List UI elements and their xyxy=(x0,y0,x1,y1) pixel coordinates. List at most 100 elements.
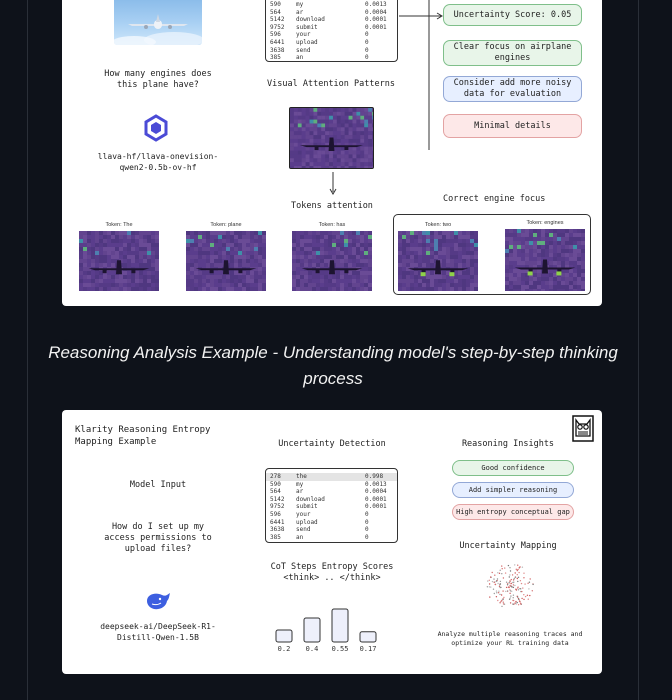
token-id: 590 xyxy=(270,1,281,8)
scatter-point xyxy=(520,582,523,585)
card-title: Klarity Reasoning Entropy Mapping Exampl… xyxy=(75,425,211,447)
token-id: 596 xyxy=(270,510,281,518)
scatter-point xyxy=(508,576,510,578)
scatter-point xyxy=(499,586,501,589)
model-name: deepseek-ai/DeepSeek-R1-Distill-Qwen-1.5… xyxy=(100,622,216,642)
scatter-point xyxy=(494,574,496,576)
scatter-point xyxy=(524,583,526,585)
uncertainty-detection-title: Uncertainty Detection xyxy=(278,439,386,449)
scatter-point xyxy=(514,602,516,604)
token-text: ar xyxy=(296,8,304,16)
scatter-point xyxy=(499,583,502,585)
question-text: How do I set up my access permissions to… xyxy=(104,522,212,554)
scatter-point xyxy=(516,569,518,572)
token-label: Token: engines xyxy=(526,220,564,226)
scatter-point xyxy=(493,592,495,595)
scatter-point xyxy=(524,595,527,598)
token-id: 590 xyxy=(270,480,281,488)
token-text: submit xyxy=(296,503,318,511)
insight-pill: Consider add more noisy data for evaluat… xyxy=(443,76,582,102)
token-prob: 0 xyxy=(365,38,369,46)
token-prob: 0.0013 xyxy=(365,1,387,8)
scatter-point xyxy=(512,586,515,589)
scatter-point xyxy=(519,566,521,568)
token-id: 9752 xyxy=(270,503,285,511)
reasoning-insights-title: Reasoning Insights xyxy=(461,439,555,449)
scatter-point xyxy=(529,594,531,597)
scatter-point xyxy=(500,594,503,596)
scatter-point xyxy=(504,572,507,574)
token-id: 564 xyxy=(270,488,281,496)
scatter-point xyxy=(502,598,504,601)
bar xyxy=(303,617,321,643)
token-label: Token: The xyxy=(105,222,133,228)
bar-label: 0.2 xyxy=(278,645,291,652)
cot-chart-title: CoT Steps Entropy Scores xyxy=(270,562,394,572)
token-prob: 0.0001 xyxy=(365,503,387,511)
token-id: 385 xyxy=(270,54,281,62)
token-text: upload xyxy=(296,518,318,526)
scatter-point xyxy=(501,605,503,608)
scatter-point xyxy=(498,590,500,592)
scatter-point xyxy=(512,579,515,581)
scatter-point xyxy=(521,590,523,593)
scatter-point xyxy=(516,574,518,576)
token-id: 6441 xyxy=(270,38,285,46)
scatter-point xyxy=(519,588,521,590)
scatter-point xyxy=(495,580,498,582)
openai-logo-icon xyxy=(142,114,170,142)
token-label: Token: plane xyxy=(210,222,242,228)
token-text: upload xyxy=(296,38,318,46)
scatter-point xyxy=(519,601,521,603)
scatter-point xyxy=(497,572,499,574)
connector-arrow-icon xyxy=(399,0,445,150)
token-prob: 0.0001 xyxy=(365,23,387,31)
model-input-label: Model Input xyxy=(129,480,187,490)
scatter-point xyxy=(506,590,509,592)
scatter-point xyxy=(517,576,520,578)
scatter-point xyxy=(499,569,501,571)
scatter-point xyxy=(509,567,511,569)
scatter-point xyxy=(497,599,499,602)
token-attention-heatmap xyxy=(186,231,266,291)
scatter-point xyxy=(527,582,529,584)
insight-pill: High entropy conceptual gap xyxy=(452,504,574,520)
scatter-point xyxy=(509,589,511,591)
bar-label: 0.17 xyxy=(360,645,377,652)
table-row: 6441 upload 0 xyxy=(266,39,397,47)
token-id: 5142 xyxy=(270,495,285,503)
bar-label: 0.55 xyxy=(332,645,349,652)
down-arrow-icon xyxy=(329,172,337,196)
scatter-point xyxy=(523,598,525,601)
scatter-point xyxy=(489,596,491,598)
token-id: 3638 xyxy=(270,46,285,54)
owl-logo-icon xyxy=(572,415,594,442)
visual-attention-title: Visual Attention Patterns xyxy=(267,79,395,89)
token-prob: 0.0013 xyxy=(365,480,387,488)
scatter-point xyxy=(508,582,510,584)
scatter-point xyxy=(499,593,501,596)
token-text: my xyxy=(296,1,304,8)
token-prob: 0 xyxy=(365,526,369,534)
scatter-point xyxy=(502,601,505,603)
scatter-point xyxy=(509,602,512,604)
token-text: send xyxy=(296,46,311,54)
insight-pill: Add simpler reasoning xyxy=(452,482,574,498)
token-id: 596 xyxy=(270,31,281,39)
scatter-point xyxy=(493,581,495,583)
scatter-point xyxy=(501,599,503,602)
scatter-point xyxy=(491,571,493,574)
scatter-point xyxy=(526,594,529,596)
scatter-point xyxy=(491,580,494,583)
scatter-point xyxy=(499,580,502,583)
token-id: 6441 xyxy=(270,518,285,526)
table-row: 590 my 0.0013 xyxy=(266,1,397,9)
token-text: your xyxy=(296,510,311,518)
correct-focus-title: Correct engine focus xyxy=(443,194,546,204)
scatter-point xyxy=(514,584,516,587)
